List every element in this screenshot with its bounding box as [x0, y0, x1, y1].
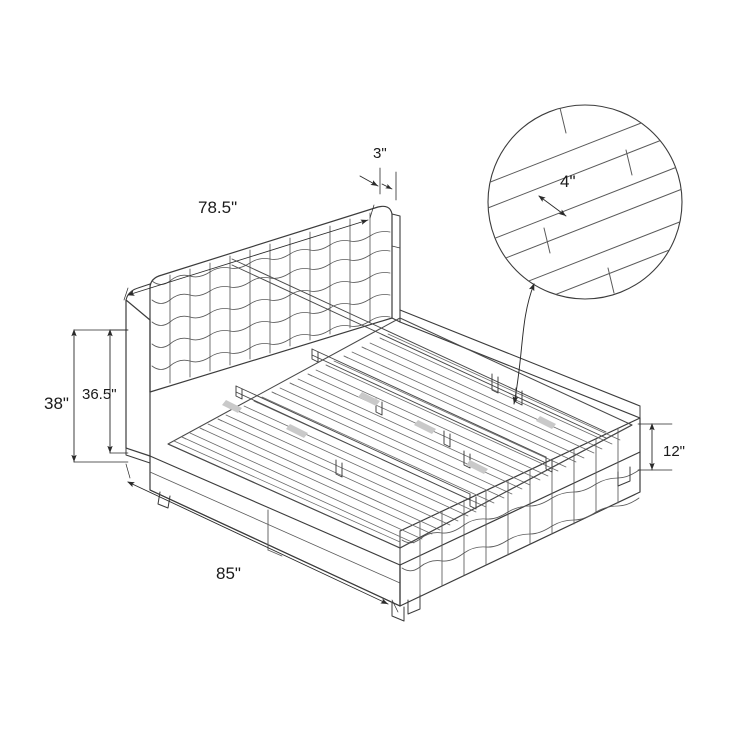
footboard-rail	[399, 417, 641, 615]
wood-slats	[181, 333, 621, 544]
dimension-headboard-thickness	[359, 167, 397, 201]
headboard	[125, 205, 401, 464]
detail-leader-line	[512, 283, 535, 405]
dimension-label-side-rail-height: 12"	[663, 443, 686, 460]
dimension-label-headboard-thickness: 3"	[373, 145, 387, 162]
bracket-plates	[222, 392, 556, 474]
slat-detail-bubble	[487, 104, 683, 300]
dimension-label-overall-length: 85"	[216, 564, 241, 583]
dimension-headboard-height	[107, 329, 129, 454]
dimension-slat-gap	[538, 195, 567, 217]
dimension-headboard-width	[123, 204, 375, 301]
dimension-label-overall-height: 38"	[44, 394, 69, 413]
dimension-overall-length	[125, 463, 399, 613]
cross-brace-rails	[235, 348, 547, 501]
headboard-tufting	[151, 212, 391, 384]
dimension-label-slat-gap: 4"	[560, 172, 576, 191]
dimension-label-headboard-width: 78.5"	[198, 198, 238, 217]
dimension-side-rail-height	[637, 423, 673, 471]
dimension-label-headboard-height: 36.5"	[82, 386, 117, 403]
